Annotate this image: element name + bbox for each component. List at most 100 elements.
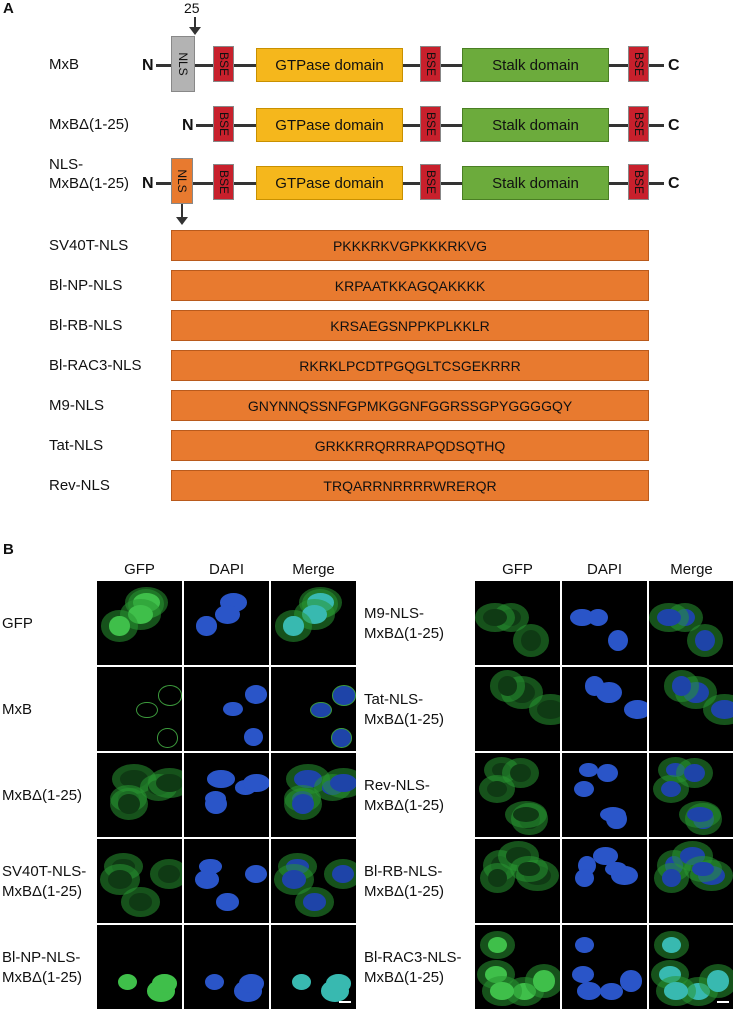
bse-box: BSE [213,164,234,200]
micrograph-dapi [184,839,269,923]
micrograph-merge [649,667,733,751]
sequence-label: Tat-NLS [49,437,104,454]
bse-box: BSE [420,164,441,200]
bse-box: BSE [420,46,441,82]
sequence-bar: PKKKRKVGPKKKRKVG [171,230,649,261]
scale-bar [717,1001,729,1003]
position-marker: 25 [184,0,200,16]
nls-arrow [181,204,183,220]
micrograph-merge [649,581,733,665]
sequence-label: Rev-NLS [49,477,110,494]
position-arrow [194,17,196,29]
stalk-domain: Stalk domain [462,108,609,142]
row-label: MxB [2,701,32,718]
micrograph-dapi [562,581,647,665]
micrograph-dapi [184,925,269,1009]
micrograph-merge [649,925,733,1009]
sequence-label: M9-NLS [49,397,105,414]
construct-label-mxb-delta: MxBΔ(1-25) [49,116,130,133]
micrograph-dapi [562,753,647,837]
row-label: MxBΔ(1-25) [364,625,445,642]
micrograph-dapi [562,667,647,751]
gtpase-domain: GTPase domain [256,108,403,142]
micrograph-merge [271,581,356,665]
gtpase-domain: GTPase domain [256,48,403,82]
row-label: Rev-NLS- [364,777,430,794]
micrograph-gfp [97,581,182,665]
micrograph-merge [271,839,356,923]
micrograph-gfp [97,925,182,1009]
gtpase-domain: GTPase domain [256,166,403,200]
scale-bar [339,1001,351,1003]
micrograph-gfp [475,925,560,1009]
micrograph-dapi [562,839,647,923]
sequence-bar: KRSAEGSNPPKPLKKLR [171,310,649,341]
construct-label-mxb: MxB [49,56,79,73]
sequence-bar: GRKKRRQRRRAPQDSQTHQ [171,430,649,461]
micrograph-gfp [97,839,182,923]
micrograph-merge [271,925,356,1009]
nls-box: NLS [171,158,193,204]
sequence-bar: KRPAATKKAGQAKKKK [171,270,649,301]
row-label: GFP [2,615,33,632]
arrow-down-icon [189,27,201,35]
micrograph-gfp [475,667,560,751]
row-label: MxBΔ(1-25) [364,797,445,814]
n-terminus: N [142,175,154,192]
sequence-bar: GNYNNQSSNFGPMKGGNFGGRSSGPYGGGGQY [171,390,649,421]
column-header-gfp: GFP [502,561,533,578]
micrograph-dapi [184,667,269,751]
column-header-gfp: GFP [124,561,155,578]
c-terminus: C [668,175,680,192]
row-label: Bl-RB-NLS- [364,863,443,880]
row-label: Bl-NP-NLS- [2,949,81,966]
bse-box: BSE [213,46,234,82]
construct-label-nls-mxb-delta-line2: MxBΔ(1-25) [49,175,130,192]
bse-box: BSE [628,106,649,142]
micrograph-gfp [475,581,560,665]
bse-box: BSE [420,106,441,142]
micrograph-merge [649,753,733,837]
sequence-label: Bl-NP-NLS [49,277,123,294]
stalk-domain: Stalk domain [462,166,609,200]
micrograph-dapi [184,753,269,837]
sequence-bar: TRQARRNRRRRWRERQR [171,470,649,501]
bse-box: BSE [628,164,649,200]
panel-a-letter: A [3,0,14,17]
micrograph-merge [271,667,356,751]
row-label: SV40T-NLS- [2,863,87,880]
row-label: MxBΔ(1-25) [2,883,83,900]
n-terminus: N [182,117,194,134]
sequence-label: Bl-RAC3-NLS [49,357,142,374]
row-label: MxBΔ(1-25) [2,787,83,804]
row-label: MxBΔ(1-25) [364,711,445,728]
arrow-down-icon [176,217,188,225]
micrograph-dapi [184,581,269,665]
column-header-merge: Merge [292,561,335,578]
sequence-label: SV40T-NLS [49,237,129,254]
micrograph-merge [271,753,356,837]
c-terminus: C [668,57,680,74]
backbone-line [156,182,664,185]
c-terminus: C [668,117,680,134]
row-label: Tat-NLS- [364,691,424,708]
backbone-line [156,64,664,67]
row-label: MxBΔ(1-25) [364,883,445,900]
row-label: Bl-RAC3-NLS- [364,949,462,966]
micrograph-gfp [475,839,560,923]
micrograph-dapi [562,925,647,1009]
column-header-dapi: DAPI [586,561,622,578]
sequence-label: Bl-RB-NLS [49,317,123,334]
n-terminus: N [142,57,154,74]
row-label: M9-NLS- [364,605,425,622]
micrograph-gfp [97,753,182,837]
bse-box: BSE [628,46,649,82]
column-header-dapi: DAPI [208,561,244,578]
sequence-bar: RKRKLPCDTPGQGLTCSGEKRRR [171,350,649,381]
micrograph-gfp [97,667,182,751]
column-header-merge: Merge [670,561,713,578]
stalk-domain: Stalk domain [462,48,609,82]
panel-b-letter: B [3,541,14,558]
construct-label-nls-mxb-delta-line1: NLS- [49,156,84,173]
nls-box: NLS [171,36,195,92]
